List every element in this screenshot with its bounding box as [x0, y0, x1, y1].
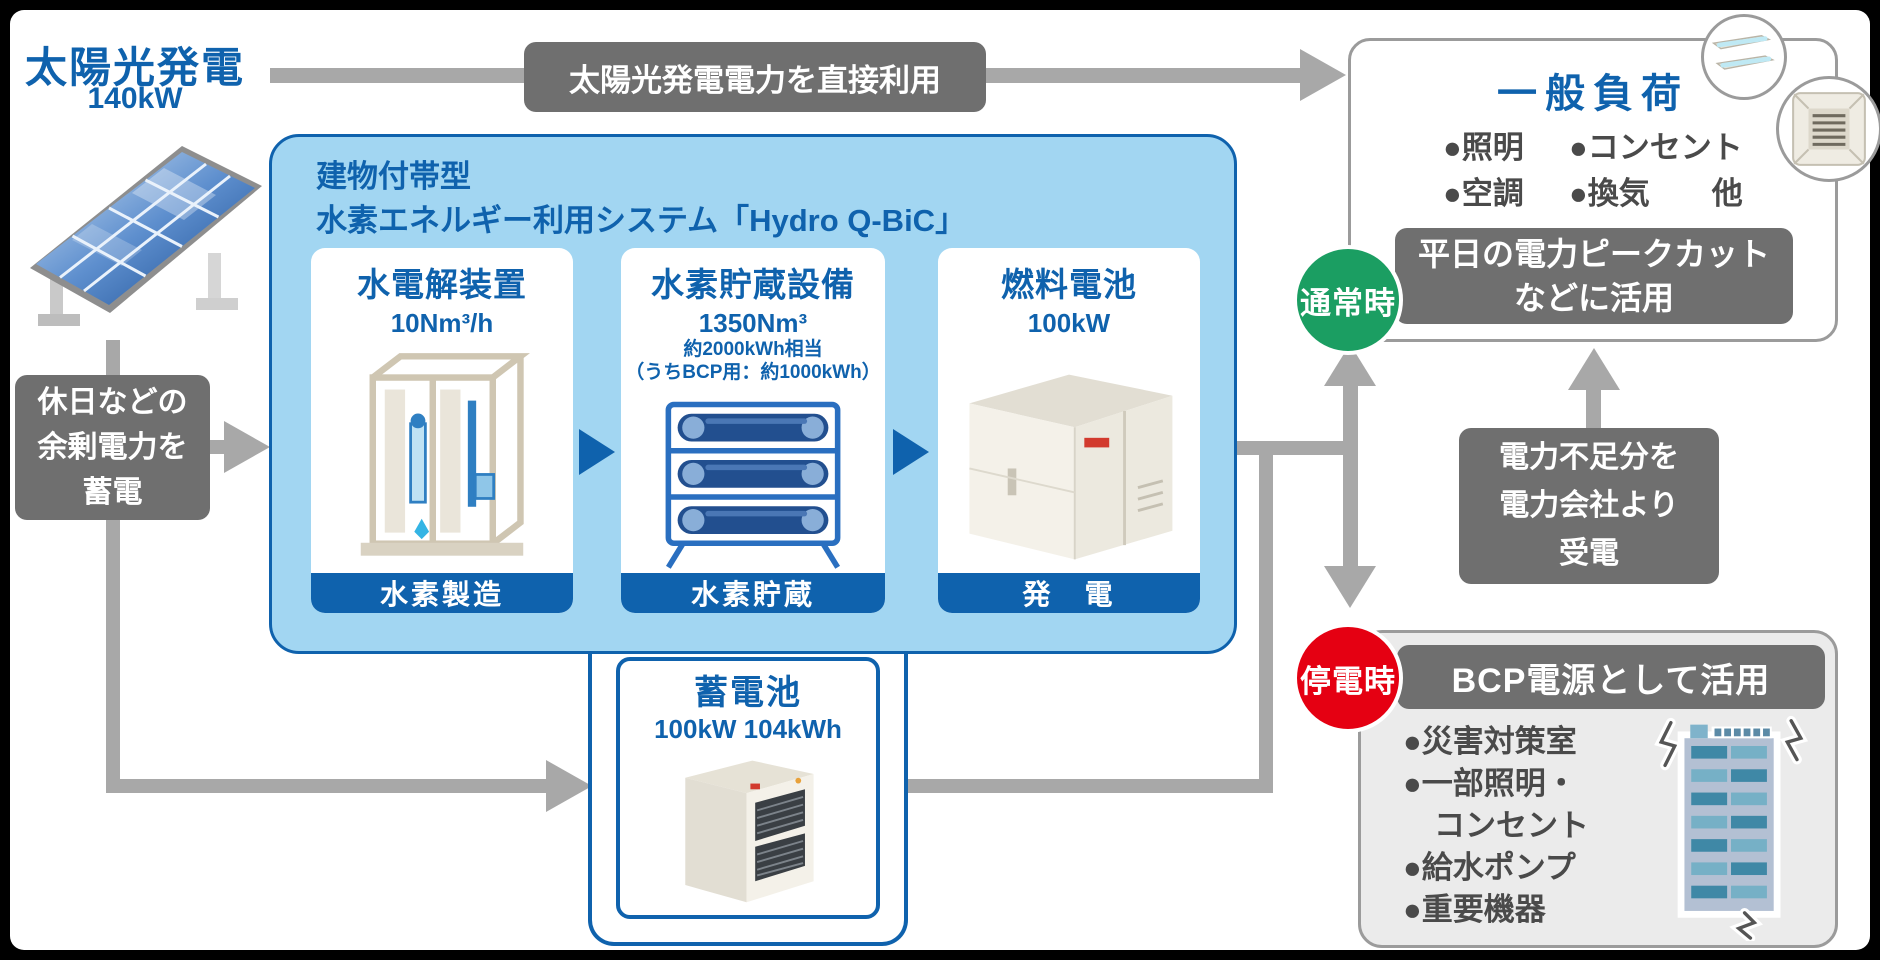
- surplus-horizontal-line: [106, 779, 552, 793]
- grid-supply-box: 電力不足分を 電力会社より 受電: [1459, 428, 1719, 584]
- load-item: ●換気 他: [1569, 176, 1743, 211]
- battery-title: 蓄電池: [694, 674, 802, 712]
- usage-line: 平日の電力ピークカット: [1417, 235, 1770, 272]
- process-bar: 発 電: [938, 573, 1200, 613]
- bcp-title-bar: BCP電源として活用: [1397, 645, 1825, 709]
- peak-cut-usage-bar: 平日の電力ピークカット などに活用: [1395, 228, 1793, 324]
- bcp-items: ●災害対策室 ●一部照明・ コンセント ●給水ポンプ ●重要機器: [1403, 721, 1589, 931]
- bcp-item: ●給水ポンプ: [1403, 850, 1576, 885]
- electrolyzer-illustration: [347, 339, 537, 573]
- badge-label: 停電時: [1300, 663, 1396, 699]
- unit-note: （うちBCP用：約1000kWh）: [625, 361, 881, 383]
- load-bcp-shaft: [1343, 382, 1358, 570]
- fuel-cell-illustration: [954, 339, 1184, 573]
- flow-arrow-icon: [579, 429, 615, 475]
- building-illustration: [1649, 713, 1814, 946]
- battery-box: 蓄電池 100kW 104kWh: [616, 657, 880, 919]
- system-title: 建物付帯型 水素エネルギー利用システム「Hydro Q-BiC」: [316, 155, 966, 243]
- process-bar: 水素製造: [311, 573, 573, 613]
- unit-note: 約2000kWh相当: [683, 339, 823, 360]
- battery-bus-vertical: [1259, 441, 1273, 786]
- lighting-fixture-icon: [1701, 14, 1787, 100]
- general-load-items: ●照明 ●コンセント ●空調 ●換気 他: [1443, 125, 1743, 217]
- arrow-up-icon: [1568, 348, 1620, 390]
- unit-name: 燃料電池: [1001, 266, 1137, 303]
- surplus-line: 蓄電: [82, 476, 143, 509]
- grid-supply-line: 電力不足分を: [1499, 441, 1679, 474]
- usage-line: などに活用: [1513, 280, 1674, 316]
- unit-spec: 10Nm³/h: [390, 308, 494, 338]
- grid-supply-line: 電力会社より: [1499, 489, 1679, 522]
- surplus-line: 休日などの: [37, 386, 188, 419]
- normal-time-badge: 通常時: [1293, 245, 1403, 355]
- solar-title: 太陽光発電: [24, 44, 245, 91]
- arrow-right-icon: [1300, 49, 1346, 101]
- arrow-right-icon: [224, 421, 270, 473]
- process-bar: 水素貯蔵: [621, 573, 885, 613]
- arrow-down-icon: [1324, 566, 1376, 608]
- battery-container: 蓄電池 100kW 104kWh: [588, 647, 908, 946]
- surplus-line: 余剰電力を: [37, 431, 188, 464]
- load-item-row: ●照明 ●コンセント: [1443, 125, 1743, 171]
- bcp-item: コンセント: [1403, 808, 1589, 843]
- battery-bus-horizontal: [882, 779, 1273, 793]
- load-item: ●照明: [1443, 130, 1524, 165]
- general-load-title: 一般負荷: [1497, 72, 1689, 116]
- solar-panel-illustration: [12, 108, 272, 353]
- bcp-item: ●災害対策室: [1403, 724, 1577, 759]
- grid-supply-line: 受電: [1559, 537, 1619, 570]
- storage-tanks-illustration: [649, 385, 857, 573]
- bcp-title: BCP電源として活用: [1451, 661, 1771, 700]
- unit-fuel-cell: 燃料電池 100kW: [938, 248, 1200, 613]
- grid-arrow-shaft: [1586, 386, 1601, 430]
- load-item: ●空調: [1443, 176, 1524, 211]
- air-conditioner-vent-icon: [1776, 76, 1880, 182]
- system-title-line2: 水素エネルギー利用システム「Hydro Q-BiC」: [316, 203, 967, 239]
- direct-use-text: 太陽光発電電力を直接利用: [569, 62, 941, 98]
- bcp-item: ●重要機器: [1403, 892, 1546, 927]
- unit-hydrogen-storage: 水素貯蔵設備 1350Nm³ 約2000kWh相当 （うちBCP用：約1000k…: [621, 248, 885, 613]
- unit-name: 水電解装置: [357, 266, 527, 303]
- hydro-qbic-system-box: 建物付帯型 水素エネルギー利用システム「Hydro Q-BiC」 水電解装置 1…: [269, 134, 1237, 654]
- flow-arrow-icon: [893, 429, 929, 475]
- badge-label: 通常時: [1300, 285, 1396, 321]
- system-title-line1: 建物付帯型: [316, 159, 471, 194]
- solar-capacity: 140kW: [87, 82, 183, 115]
- unit-spec: 100kW: [1027, 308, 1111, 338]
- unit-electrolyzer: 水電解装置 10Nm³/h: [311, 248, 573, 613]
- bcp-item: ●一部照明・: [1403, 766, 1577, 801]
- direct-use-label: 太陽光発電電力を直接利用: [524, 42, 986, 112]
- bcp-box: BCP電源として活用 ●災害対策室 ●一部照明・ コンセント ●給水ポンプ ●重…: [1358, 630, 1838, 948]
- unit-spec: 1350Nm³: [698, 308, 808, 338]
- load-item-row: ●空調 ●換気 他: [1443, 171, 1743, 217]
- unit-name: 水素貯蔵設備: [651, 266, 855, 303]
- battery-spec: 100kW 104kWh: [654, 714, 842, 744]
- arrow-right-icon: [546, 760, 592, 812]
- load-item: ●コンセント: [1569, 130, 1743, 165]
- battery-illustration: [663, 745, 833, 915]
- surplus-box: 休日などの 余剰電力を 蓄電: [15, 375, 210, 520]
- power-outage-badge: 停電時: [1293, 623, 1403, 733]
- surplus-arrow-shaft: [208, 440, 228, 454]
